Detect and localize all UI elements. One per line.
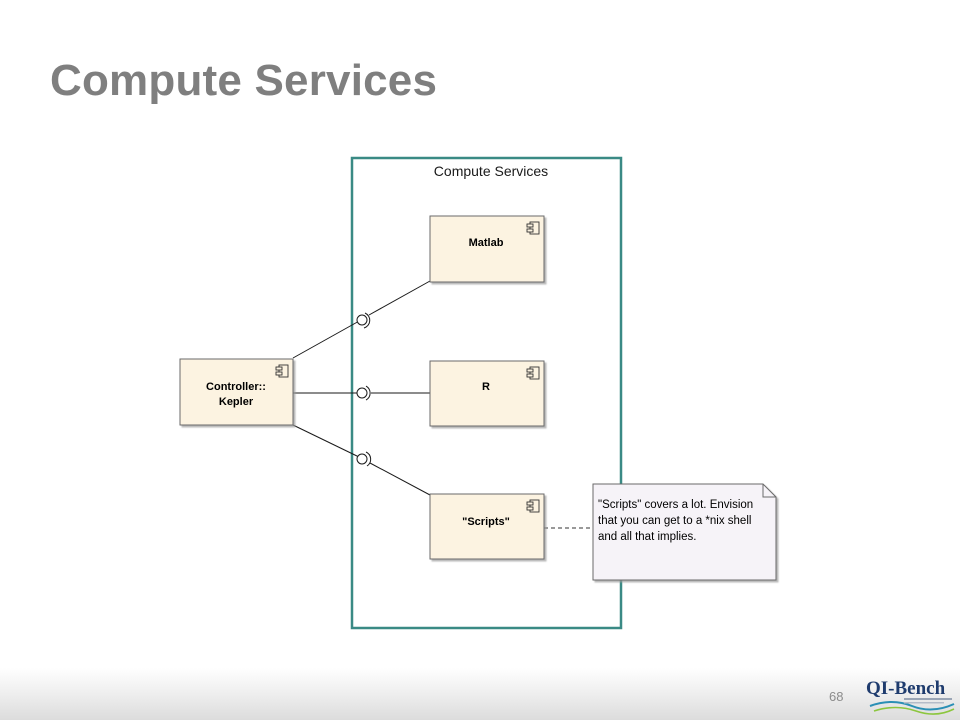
component-icon [526, 499, 540, 513]
component-controller-kepler-label-line1: Controller:: [206, 381, 266, 393]
qi-bench-logo: QI-Bench [862, 676, 958, 718]
compute-services-boundary-label: Compute Services [434, 163, 548, 179]
connectors [292, 280, 431, 496]
footer-bar [0, 668, 960, 720]
component-icon [526, 366, 540, 380]
component-icon [275, 364, 289, 378]
slide-title: Compute Services [50, 56, 438, 105]
component-r: R [429, 360, 545, 427]
connector-kepler-matlab [292, 319, 362, 359]
page-number: 68 [829, 689, 844, 704]
interface-matlab [356, 312, 371, 329]
note: "Scripts" covers a lot. Envision that yo… [592, 483, 777, 581]
connector-matlab-interface [368, 280, 431, 316]
component-controller-kepler: Controller:: Kepler [179, 358, 294, 426]
connector-kepler-scripts [292, 424, 360, 458]
component-scripts: "Scripts" [429, 493, 545, 560]
interface-r [356, 385, 371, 401]
note-text-line2: that you can get to a *nix shell [598, 515, 751, 527]
component-matlab-label: Matlab [469, 237, 504, 249]
component-diagram: Compute Services [179, 156, 777, 630]
component-controller-kepler-label-line2: Kepler [219, 396, 254, 408]
note-text-line1: "Scripts" covers a lot. Envision [598, 499, 753, 511]
component-icon [526, 221, 540, 235]
logo-text: QI-Bench [866, 678, 946, 699]
component-r-label: R [482, 381, 490, 393]
interface-scripts [356, 451, 372, 467]
logo-wave-icon [869, 698, 955, 715]
connector-scripts-interface [369, 462, 431, 496]
component-scripts-label: "Scripts" [462, 516, 510, 528]
note-text-line3: and all that implies. [598, 531, 696, 543]
component-matlab: Matlab [429, 215, 545, 283]
